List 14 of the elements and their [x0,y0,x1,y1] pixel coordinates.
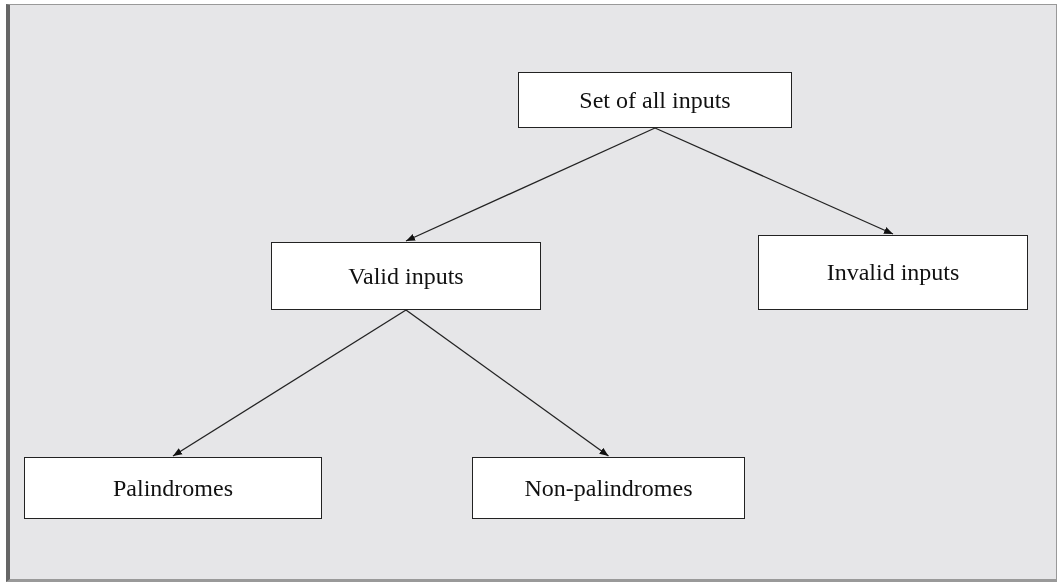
arrow [654,127,894,235]
arrow [172,309,407,457]
arrow [405,309,610,457]
node-label: Set of all inputs [579,86,731,114]
process-box [472,457,745,519]
node-label: Invalid inputs [826,259,960,286]
node-label: Non-palindromes [524,474,693,502]
node-label: Valid inputs [348,262,464,290]
arrow [405,127,656,242]
node-label: Palindromes [113,474,233,502]
process-box [518,72,792,128]
process-box [271,242,541,310]
process-box [24,457,322,519]
process-box [758,235,1028,310]
